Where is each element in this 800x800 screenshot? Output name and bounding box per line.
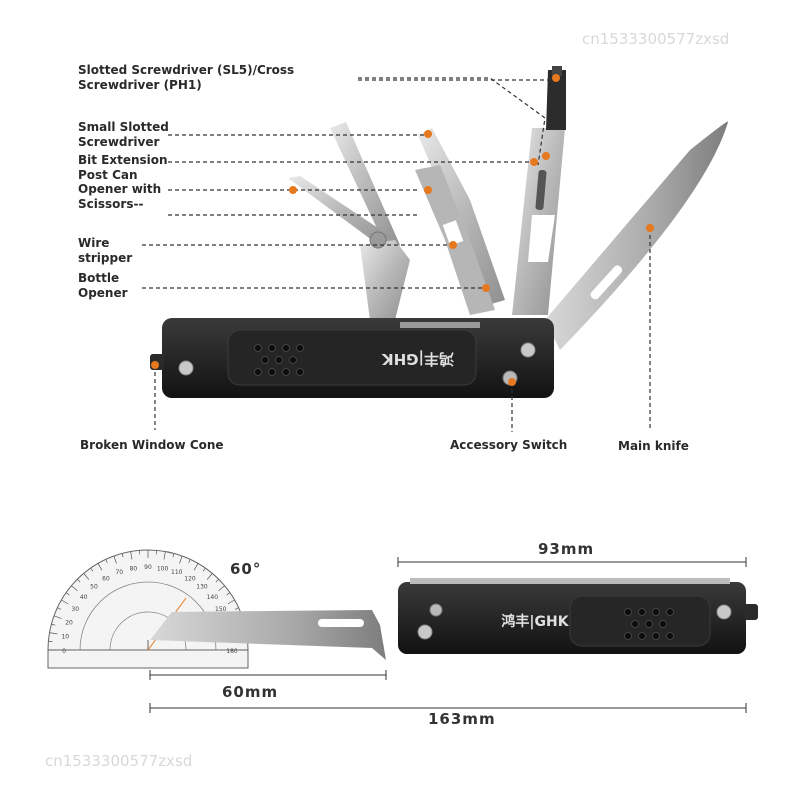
knife-thumb-hole bbox=[590, 265, 623, 300]
protractor-scale-label: 10 bbox=[61, 633, 69, 640]
handle-screw bbox=[178, 360, 194, 376]
protractor-tick bbox=[83, 573, 90, 580]
label-main-knife: Main knife bbox=[618, 439, 689, 453]
bottom-brand-mark: 鸿丰|GHK bbox=[501, 613, 569, 630]
handle-liner bbox=[400, 322, 480, 328]
handle-recess bbox=[227, 329, 477, 386]
wire-stripper-notch bbox=[442, 220, 464, 246]
protractor-tick bbox=[202, 567, 206, 572]
label-can-opener-scissors: Opener with Scissors-- bbox=[78, 182, 162, 211]
protractor-tick bbox=[90, 567, 94, 572]
protractor-scale-label: 100 bbox=[157, 565, 169, 572]
protractor-scale-label: 60 bbox=[102, 575, 110, 582]
top-brand-mark: 鸿丰|GHK bbox=[381, 349, 454, 368]
label-broken-window-cone: Broken Window Cone bbox=[80, 438, 224, 452]
protractor-tick bbox=[218, 585, 225, 592]
protractor-scale-label: 20 bbox=[65, 619, 73, 626]
protractor-tick bbox=[97, 563, 103, 571]
protractor-tick bbox=[179, 555, 183, 564]
opened-multitool bbox=[150, 66, 729, 398]
closed-handle-screw bbox=[417, 624, 433, 640]
handle-screw bbox=[520, 342, 536, 358]
bit-extension-slot bbox=[535, 169, 547, 211]
watermark-top: cn1533300577zxsd bbox=[582, 30, 730, 48]
protractor-scale-label: 70 bbox=[115, 569, 123, 576]
protractor-tick bbox=[188, 559, 191, 564]
protractor-scale-label: 110 bbox=[171, 569, 183, 576]
closed-grip-dots bbox=[624, 608, 674, 640]
closed-accessory-switch bbox=[429, 603, 443, 617]
protractor-scale-label: 140 bbox=[207, 594, 219, 601]
protractor-tick bbox=[193, 563, 199, 571]
label-bottle-opener: Bottle Opener bbox=[78, 271, 128, 300]
label-accessory-switch: Accessory Switch bbox=[450, 438, 568, 452]
protractor-tick bbox=[105, 559, 108, 564]
protractor-tick bbox=[57, 607, 62, 610]
dimension-blade-length: 60mm bbox=[222, 683, 279, 701]
scissors-blade bbox=[330, 122, 400, 252]
blade-thumb-slot bbox=[318, 619, 364, 627]
label-slotted-cross-screwdriver: Slotted Screwdriver (SL5)/Cross Screwdri… bbox=[78, 63, 295, 92]
watermark-bottom: cn1533300577zxsd bbox=[45, 752, 193, 770]
closed-window-cone bbox=[744, 604, 758, 620]
protractor-tick bbox=[113, 555, 117, 564]
protractor-scale-label: 40 bbox=[80, 594, 88, 601]
dimension-total-length: 163mm bbox=[428, 710, 496, 728]
protractor-tick bbox=[172, 553, 175, 558]
scissors-blade bbox=[288, 176, 390, 246]
scissors-pivot bbox=[369, 231, 387, 249]
protractor-scale-label: 80 bbox=[130, 565, 138, 572]
protractor-scale-label: 50 bbox=[90, 584, 98, 591]
closed-handle-top-edge bbox=[410, 578, 730, 584]
protractor-tick bbox=[77, 579, 81, 583]
bit-extension-window bbox=[528, 215, 555, 262]
scissors-handle bbox=[360, 240, 410, 320]
protractor-scale-label: 120 bbox=[184, 575, 196, 582]
protractor-tick bbox=[234, 607, 239, 610]
protractor-tick bbox=[163, 551, 166, 560]
protractor-scale-label: 0 bbox=[62, 648, 66, 655]
closed-handle-recess bbox=[569, 595, 711, 647]
callout-dots bbox=[151, 74, 654, 386]
protractor-scale-label: 30 bbox=[71, 606, 79, 613]
dimension-handle-length: 93mm bbox=[538, 540, 595, 558]
callout-lines bbox=[142, 77, 651, 432]
protractor-tick bbox=[53, 615, 62, 619]
protractor-tick bbox=[215, 579, 219, 583]
protractor-tick bbox=[49, 632, 58, 635]
label-bit-extension-post: Bit Extension Post Can bbox=[78, 153, 168, 182]
protractor-scale-label: 180 bbox=[226, 648, 238, 655]
protractor-tick bbox=[61, 599, 69, 605]
protractor-scale-label: 150 bbox=[215, 606, 227, 613]
screwdriver-bit bbox=[546, 70, 566, 130]
protractor-scale-label: 90 bbox=[144, 564, 152, 571]
main-knife-blade bbox=[545, 121, 729, 350]
screwdriver-bit-tip bbox=[552, 66, 562, 76]
closed-handle-screw bbox=[716, 604, 732, 620]
protractor-tick bbox=[206, 573, 213, 580]
protractor-tick bbox=[121, 553, 124, 558]
label-small-slotted-screwdriver: Small Slotted Screwdriver bbox=[78, 120, 169, 149]
protractor-scale-label: 130 bbox=[196, 584, 208, 591]
dimension-angle: 60° bbox=[230, 560, 262, 578]
label-wire-stripper: Wire stripper bbox=[78, 236, 133, 265]
closed-multitool bbox=[150, 578, 758, 660]
protractor: 0102030405060708090100110120130140150160… bbox=[47, 549, 249, 669]
grip-dots bbox=[254, 344, 304, 376]
protractor-tick bbox=[71, 585, 78, 592]
protractor-tick bbox=[65, 592, 70, 596]
protractor-tick bbox=[227, 599, 235, 605]
protractor-tick bbox=[130, 551, 133, 560]
dimension-lines bbox=[149, 557, 747, 713]
protractor-tick bbox=[226, 592, 231, 596]
protractor-tick bbox=[51, 623, 56, 626]
